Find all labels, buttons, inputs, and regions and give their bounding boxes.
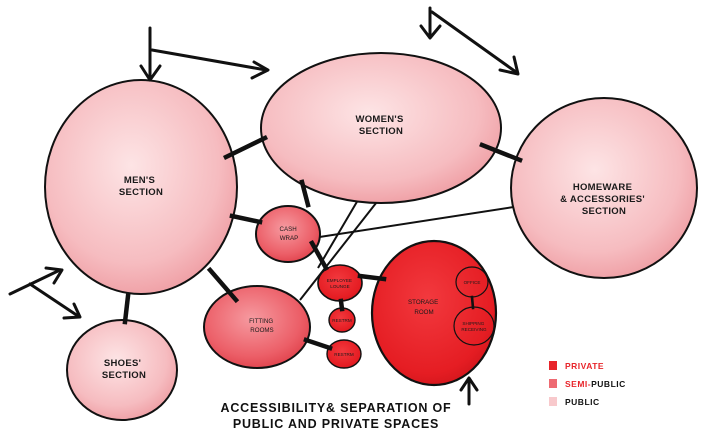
storage-room-label: STORAGE ROOM xyxy=(408,299,440,316)
diagram-title-line2: PUBLIC AND PRIVATE SPACES xyxy=(233,417,439,431)
cash-wrap-bubble xyxy=(255,205,321,263)
connector-womens-fitting xyxy=(299,197,381,301)
connector-fitting-restrm xyxy=(303,337,333,351)
arrow-top-left-right xyxy=(150,48,268,72)
legend-semi-accent: SEMI- xyxy=(565,379,591,389)
restrm-upper-label: RESTRM xyxy=(332,318,352,323)
connector-mens-shoes xyxy=(122,293,131,325)
zone-labels: MEN'S SECTION WOMEN'S SECTION HOMEWARE &… xyxy=(102,114,648,381)
arrow-head xyxy=(250,60,270,80)
womens-label: WOMEN'S SECTION xyxy=(355,114,406,137)
shoes-section-bubble xyxy=(66,319,178,421)
employee-lounge-label: EMPLOYEE LOUNGE xyxy=(327,278,354,289)
storage-room-bubble xyxy=(370,239,498,387)
entrance-arrows xyxy=(8,6,520,406)
homeware-label: HOMEWARE & ACCESSORIES' SECTION xyxy=(560,182,648,217)
legend-label-private: PRIVATE xyxy=(565,361,604,371)
arrow-left-in xyxy=(8,268,62,296)
mens-label: MEN'S SECTION xyxy=(119,175,163,198)
legend-swatch-public xyxy=(549,397,557,406)
legend-semi-rest: PUBLIC xyxy=(591,379,626,389)
restrm-lower-label: RESTRM xyxy=(334,352,354,357)
restroom-lower-bubble xyxy=(326,339,362,369)
connector-mens-cashwrap xyxy=(229,213,263,225)
connector-office-shipping xyxy=(470,295,475,310)
fitting-rooms-label: FITTING ROOMS xyxy=(249,318,275,334)
connector-cashwrap-lounge xyxy=(308,239,330,272)
legend-swatch-semi-public xyxy=(549,379,557,388)
arrow-top-right-diag xyxy=(430,10,518,74)
arrow-head xyxy=(498,55,520,76)
arrow-head xyxy=(459,376,479,392)
diagram-title-line1: ACCESSIBILITY& SEPARATION OF xyxy=(221,401,452,415)
legend-swatch-private xyxy=(549,361,557,370)
legend: PRIVATE SEMI-PUBLIC PUBLIC xyxy=(549,361,626,407)
arrow-head xyxy=(44,266,64,285)
womens-section-bubble xyxy=(260,52,502,204)
connection-lines xyxy=(299,197,521,301)
connector-womens-lounge xyxy=(317,199,359,269)
legend-label-public: PUBLIC xyxy=(565,397,600,407)
arrow-left-out xyxy=(28,282,80,318)
connector-mens-fitting xyxy=(206,266,240,304)
employee-lounge-bubble xyxy=(317,264,363,302)
fitting-rooms-bubble xyxy=(203,285,311,369)
connector-homeware-cashwrap xyxy=(299,205,521,241)
thick-connectors xyxy=(122,134,523,351)
connector-lounge-restrm xyxy=(338,298,345,312)
connector-lounge-storage xyxy=(357,273,387,282)
arrow-head xyxy=(62,302,82,320)
shoes-label: SHOES' SECTION xyxy=(102,358,146,381)
legend-label-semi-public: SEMI-PUBLIC xyxy=(565,379,626,389)
arrow-head xyxy=(419,24,442,40)
shipping-receiving-label: SHIPPING RECEIVING xyxy=(461,321,487,332)
homeware-section-bubble xyxy=(510,97,698,279)
mens-section-bubble xyxy=(44,79,238,295)
connector-mens-womens xyxy=(222,134,269,161)
connector-womens-cashwrap xyxy=(299,179,311,208)
connector-womens-homeware xyxy=(479,142,523,163)
office-label: OFFICE xyxy=(464,280,481,285)
arrow-head xyxy=(139,64,162,82)
cash-wrap-label: CASH WRAP xyxy=(280,226,299,242)
